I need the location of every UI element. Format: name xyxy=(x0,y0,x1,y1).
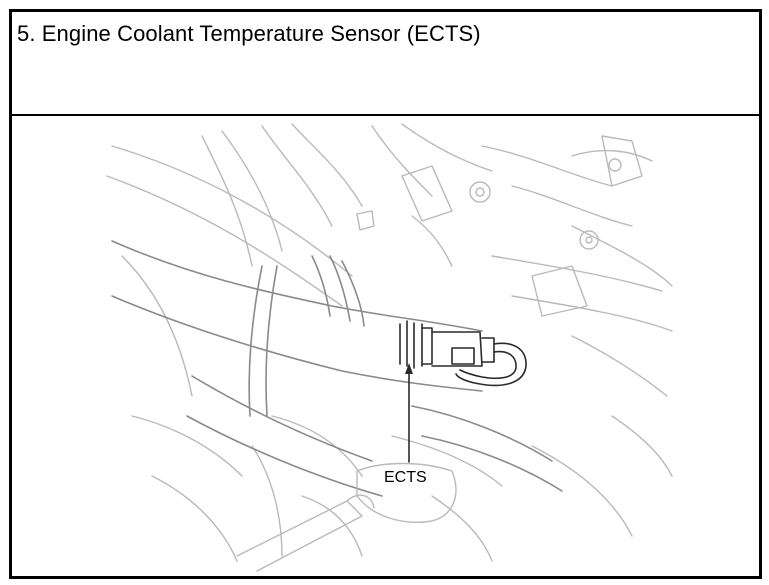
lower-bracket xyxy=(236,462,457,572)
figure-frame: 5. Engine Coolant Temperature Sensor (EC… xyxy=(9,9,762,579)
coolant-hose xyxy=(111,240,563,497)
callout-arrow xyxy=(405,363,413,463)
figure-header: 5. Engine Coolant Temperature Sensor (EC… xyxy=(12,12,759,116)
figure-title: 5. Engine Coolant Temperature Sensor (EC… xyxy=(17,21,481,46)
engine-line-drawing: ECTS xyxy=(106,123,673,572)
ects-callout-label: ECTS xyxy=(384,469,427,486)
engine-illustration: ECTS xyxy=(12,116,759,576)
ects-sensor xyxy=(399,320,495,369)
sensor-wire-harness xyxy=(455,342,527,387)
background-engine-parts xyxy=(106,123,673,562)
